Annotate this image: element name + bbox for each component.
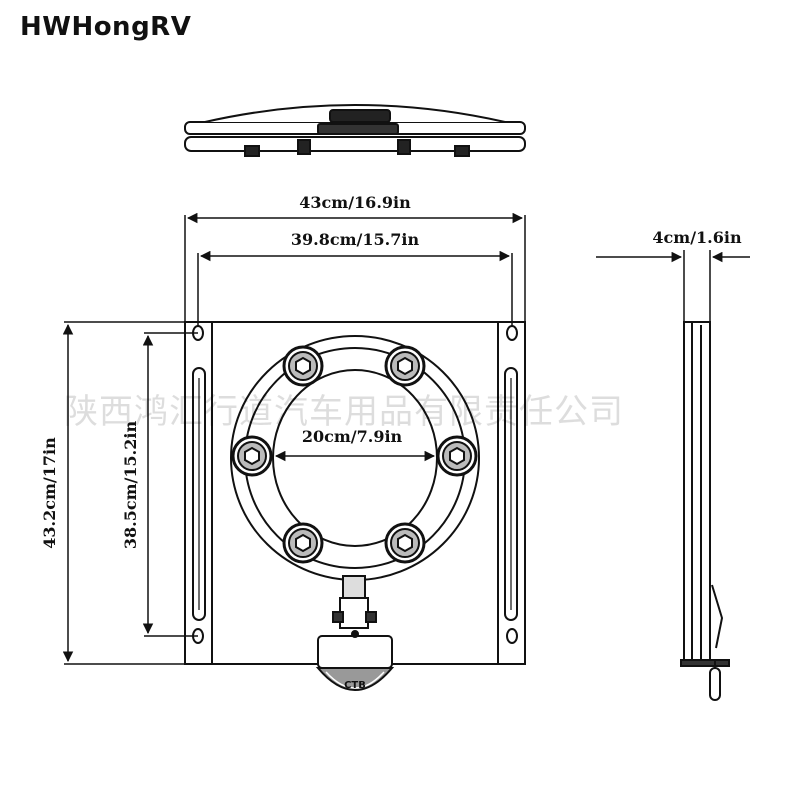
top-edge-view bbox=[184, 104, 526, 157]
dimension-lines bbox=[62, 212, 750, 665]
mount-hole bbox=[506, 325, 518, 341]
handle-logo: CTB bbox=[344, 680, 366, 691]
brand-logo-text: HWHongRV bbox=[20, 12, 192, 42]
watermark-text: 陕西鸿汇行道汽车用品有限责任公司 bbox=[64, 392, 624, 432]
label-center-diameter: 20cm/7.9in bbox=[302, 427, 403, 446]
side-view bbox=[680, 321, 730, 701]
label-hole-spacing-width: 39.8cm/15.7in bbox=[291, 230, 420, 249]
label-hole-spacing-height: 38.5cm/15.2in bbox=[121, 421, 140, 550]
label-overall-height: 43.2cm/17in bbox=[40, 437, 59, 549]
release-lever bbox=[315, 575, 395, 691]
mount-hole bbox=[506, 628, 518, 644]
label-thickness: 4cm/1.6in bbox=[652, 228, 742, 247]
ring-bolts bbox=[231, 345, 478, 564]
label-overall-width: 43cm/16.9in bbox=[299, 193, 411, 212]
